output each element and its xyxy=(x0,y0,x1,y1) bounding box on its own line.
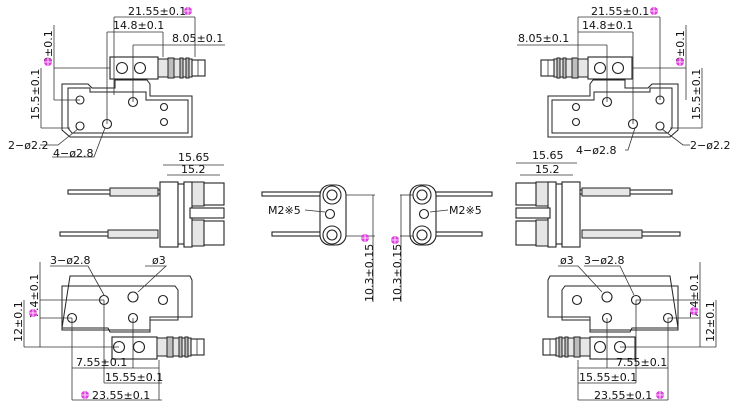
dim-h2: 15.55±0.1 xyxy=(579,371,637,384)
screw xyxy=(324,208,336,220)
callout-hole-single: ø3 xyxy=(152,254,166,267)
screw xyxy=(418,208,430,220)
dim-vertical-a: 7.4±0.1 xyxy=(688,274,701,318)
dim-vertical-b: 12±0.1 xyxy=(12,301,25,342)
cable-connector xyxy=(157,57,206,79)
dim-h3: 23.55±0.1 xyxy=(92,389,150,402)
hinge-plate xyxy=(61,79,193,138)
screw-label: M2※5 xyxy=(268,204,301,217)
dim-outer: 15.65 xyxy=(178,151,210,164)
callout-large-holes: 4−ø2.8 xyxy=(576,144,616,157)
side-left-view: 15.65 15.2 xyxy=(59,151,225,248)
side-right-view: 15.65 15.2 xyxy=(515,149,681,248)
dim-h1: 7.55±0.1 xyxy=(76,356,127,369)
callout-hole-single: ø3 xyxy=(560,254,574,267)
dim-vertical: 10.3±0.15 xyxy=(363,244,376,302)
callout-small-holes: 2−ø2.2 xyxy=(690,139,730,152)
dim-vertical-a: 9±0.1 xyxy=(674,30,687,64)
end-left-view: M2※5 10.3±0.15 xyxy=(261,184,376,302)
cable-connector xyxy=(542,336,591,358)
hinge-plate xyxy=(547,79,679,138)
dim-vertical-a: 9±0.1 xyxy=(42,30,55,64)
dim-inner: 15.2 xyxy=(181,163,206,176)
callout-holes: 3−ø2.8 xyxy=(584,254,624,267)
dim-vertical-b: 15.5±0.1 xyxy=(690,69,703,120)
dim-overall: 21.55±0.1 xyxy=(591,5,649,18)
dim-short: 8.05±0.1 xyxy=(518,32,569,45)
dim-inner: 15.2 xyxy=(535,163,560,176)
bottom-right-view: 3−ø2.8 ø3 7.4±0.1 12±0.1 7.55±0.1 15.55±… xyxy=(542,254,717,402)
dim-vertical-b: 12±0.1 xyxy=(704,301,717,342)
top-right-view: 21.55±0.1 14.8±0.1 8.05±0.1 9±0.1 15.5±0… xyxy=(517,5,730,157)
hinge-plate xyxy=(61,285,179,331)
bottom-left-view: 3−ø2.8 ø3 7.4±0.1 12±0.1 7.55±0.1 15.55±… xyxy=(12,254,205,402)
callout-small-holes: 2−ø2.2 xyxy=(8,139,48,152)
dim-mid: 14.8±0.1 xyxy=(113,19,164,32)
dim-overall: 21.55±0.1 xyxy=(128,5,186,18)
dim-h1: 7.55±0.1 xyxy=(616,356,667,369)
callout-holes: 3−ø2.8 xyxy=(50,254,90,267)
callout-large-holes: 4−ø2.8 xyxy=(53,147,93,160)
dim-vertical-a: 7.4±0.1 xyxy=(28,274,41,318)
hinge-plate xyxy=(561,285,679,331)
top-left-view: 21.55±0.1 14.8±0.1 8.05±0.1 9±0.1 15.5±0… xyxy=(8,5,225,160)
dim-vertical: 10.3±0.15 xyxy=(391,244,404,302)
dim-vertical-b: 15.5±0.1 xyxy=(29,69,42,120)
dim-h2: 15.55±0.1 xyxy=(105,371,163,384)
dim-short: 8.05±0.1 xyxy=(172,32,223,45)
cable-connector xyxy=(156,336,205,358)
dim-outer: 15.65 xyxy=(532,149,564,162)
end-right-view: M2※5 10.3±0.15 xyxy=(390,184,493,302)
cable-connector xyxy=(540,57,589,79)
screw-label: M2※5 xyxy=(449,204,482,217)
dim-h3: 23.55±0.1 xyxy=(594,389,652,402)
dim-mid: 14.8±0.1 xyxy=(582,19,633,32)
